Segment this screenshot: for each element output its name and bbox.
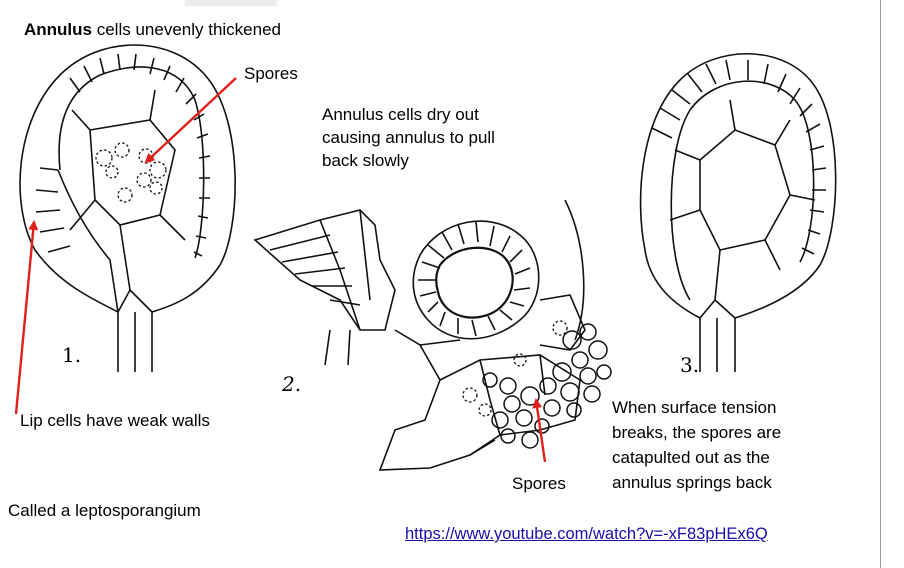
dry-out-text: Annulus cells dry out causing annulus to…	[322, 105, 495, 170]
figure-number-1: 1.	[62, 343, 82, 367]
lip-cells-label: Lip cells have weak walls	[20, 411, 210, 430]
figure-number-2: 2.	[282, 372, 302, 396]
figure-number-3: 3.	[680, 353, 700, 377]
spores-label-bottom: Spores	[512, 474, 566, 493]
arrow-to-spores-bottom	[532, 398, 547, 463]
title: Annulus cells unevenly thickened	[24, 20, 282, 39]
surface-tension-text: When surface tension breaks, the spores …	[612, 398, 782, 492]
sporangium-3-drawing	[639, 53, 837, 372]
sporangium-2-drawing	[253, 199, 612, 471]
top-gray-strip	[185, 0, 277, 6]
arrow-to-spores-top	[144, 77, 237, 164]
sporangium-1-drawing	[19, 44, 236, 372]
annotation-arrows	[14, 77, 547, 463]
youtube-link[interactable]: https://www.youtube.com/watch?v=-xF83pHE…	[405, 525, 768, 543]
right-divider-line	[880, 0, 881, 568]
arrow-to-lip-cells	[14, 220, 39, 415]
spores-label-top: Spores	[244, 64, 298, 83]
leptosporangium-caption: Called a leptosporangium	[8, 501, 201, 520]
